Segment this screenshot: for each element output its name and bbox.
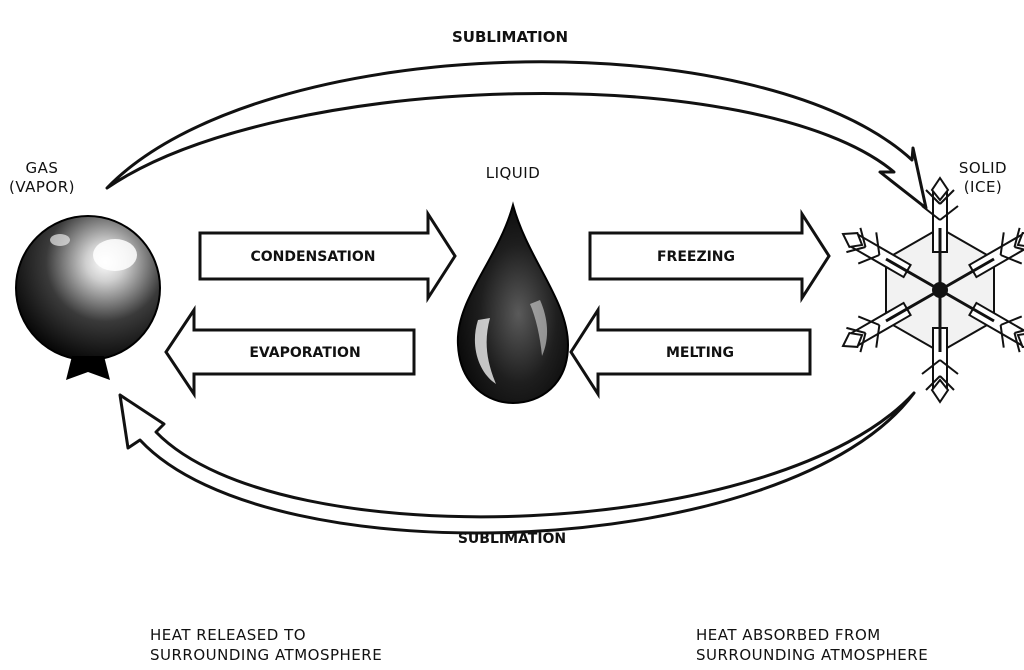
condensation-label: CONDENSATION xyxy=(250,249,375,265)
heat-absorbed-line1: HEAT ABSORBED FROM xyxy=(696,626,881,644)
heat-released-note: HEAT RELEASED TO SURROUNDING ATMOSPHERE xyxy=(150,625,450,666)
gas-label-line2: (VAPOR) xyxy=(8,177,76,196)
freezing-arrow: FREEZING xyxy=(588,208,831,304)
sublimation-top-label: SUBLIMATION xyxy=(452,28,568,46)
melting-arrow: MELTING xyxy=(569,304,812,400)
ice-snowflake-illustration xyxy=(833,176,1024,403)
melting-label: MELTING xyxy=(666,345,734,361)
solid-label-line2: (ICE) xyxy=(963,177,1003,196)
sublimation-bottom-arrow: SUBLIMATION xyxy=(118,391,916,547)
liquid-label: LIQUID xyxy=(485,164,541,182)
evaporation-arrow: EVAPORATION xyxy=(164,305,416,399)
sublimation-bottom-label: SUBLIMATION xyxy=(458,531,566,547)
condensation-arrow: CONDENSATION xyxy=(198,208,457,304)
sublimation-top-arrow: SUBLIMATION xyxy=(105,28,928,210)
heat-released-line2: SURROUNDING ATMOSPHERE xyxy=(150,646,383,665)
heat-absorbed-note: HEAT ABSORBED FROM SURROUNDING ATMOSPHER… xyxy=(696,625,996,666)
heat-released-line1: HEAT RELEASED TO xyxy=(150,626,307,644)
liquid-state-label: LIQUID xyxy=(463,164,563,183)
solid-state-label: SOLID (ICE) xyxy=(948,159,1018,197)
heat-absorbed-line2: SURROUNDING ATMOSPHERE xyxy=(696,646,929,665)
freezing-label: FREEZING xyxy=(657,249,735,265)
gas-sphere-illustration xyxy=(15,215,161,380)
gas-label-line1: GAS xyxy=(25,159,59,177)
gas-state-label: GAS (VAPOR) xyxy=(0,159,84,197)
evaporation-label: EVAPORATION xyxy=(249,345,360,361)
solid-label-line1: SOLID xyxy=(958,159,1008,177)
liquid-drop-illustration xyxy=(456,201,570,405)
